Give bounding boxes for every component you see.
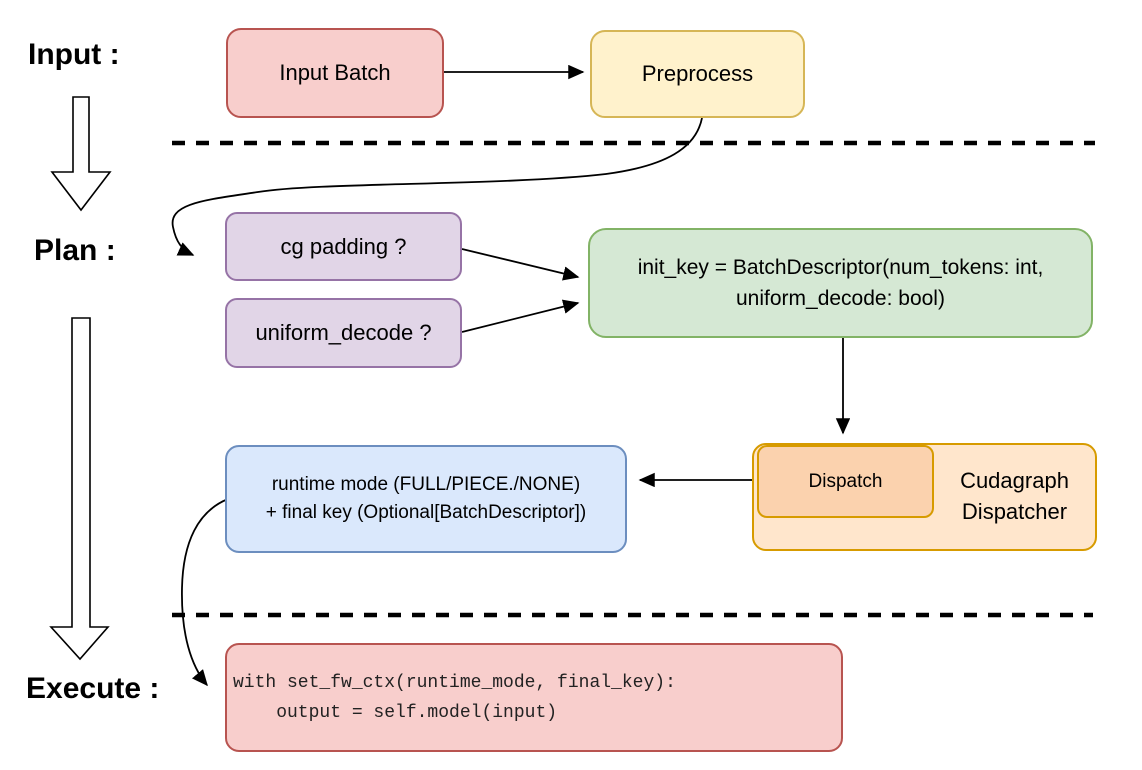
node-init-key: init_key = BatchDescriptor(num_tokens: i… (588, 228, 1093, 338)
node-execute-code: with set_fw_ctx(runtime_mode, final_key)… (225, 643, 843, 752)
node-runtime-mode-line1: runtime mode (FULL/PIECE./NONE) (271, 474, 581, 495)
node-uniform-decode: uniform_decode ? (225, 298, 462, 368)
node-dispatch: Dispatch (757, 445, 934, 518)
arrow-uniform-decode-to-init-key (461, 299, 580, 333)
node-cg-padding-label: cg padding ? (280, 233, 407, 259)
stage-label-input: Input : (28, 38, 120, 71)
node-input-batch: Input Batch (226, 28, 444, 118)
arrow-cg-padding-to-init-key (461, 248, 580, 281)
stage-label-execute: Execute : (26, 672, 160, 705)
node-preprocess-label: Preprocess (641, 61, 754, 87)
node-runtime-mode-line2: + final key (Optional[BatchDescriptor]) (265, 502, 587, 523)
node-runtime-mode: runtime mode (FULL/PIECE./NONE) + final … (225, 445, 627, 553)
node-uniform-decode-label: uniform_decode ? (255, 320, 432, 346)
node-cg-padding: cg padding ? (225, 212, 462, 281)
node-init-key-line1: init_key = BatchDescriptor(num_tokens: i… (637, 256, 1044, 279)
node-init-key-line2: uniform_decode: bool) (736, 287, 945, 310)
stage-arrow-input-to-plan (50, 96, 112, 212)
node-input-batch-label: Input Batch (279, 60, 391, 86)
cudagraph-label-line2: Dispatcher (961, 499, 1068, 524)
stage-arrow-plan-to-execute (49, 317, 110, 661)
execute-code-line1: with set_fw_ctx(runtime_mode, final_key)… (233, 672, 676, 693)
execute-code-line2: output = self.model(input) (233, 702, 558, 723)
arrow-runtime-mode-to-execute-code (181, 498, 229, 687)
node-preprocess: Preprocess (590, 30, 805, 118)
arrow-preprocess-to-cg-padding (171, 117, 703, 256)
cudagraph-label-line1: Cudagraph (960, 468, 1069, 493)
stage-label-plan: Plan : (34, 234, 116, 267)
node-cudagraph-dispatcher-label: Cudagraph Dispatcher (934, 465, 1095, 527)
node-dispatch-label: Dispatch (808, 470, 883, 492)
